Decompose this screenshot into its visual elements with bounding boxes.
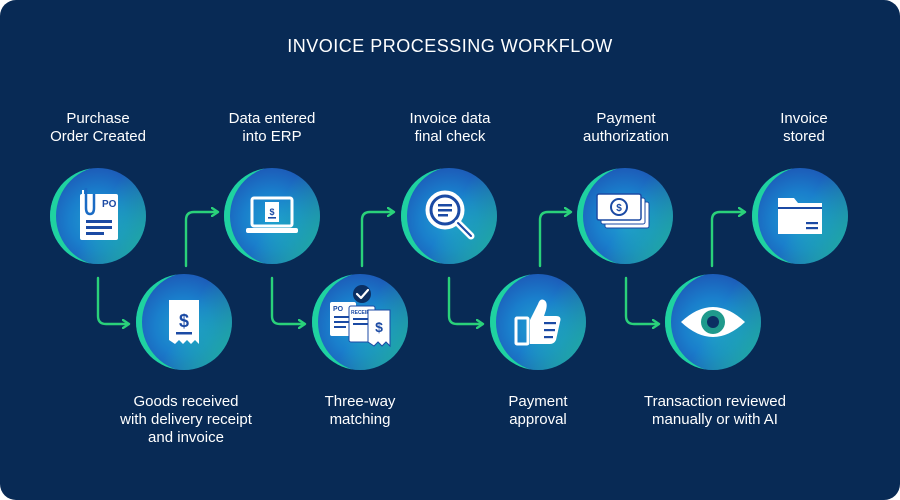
step-label-three-way: Three-way matching [324,393,396,428]
banknotes-icon: $ [596,193,650,229]
connector-8-9 [710,212,744,268]
thumbs-up-icon [514,299,561,346]
connector-4-5 [360,212,393,268]
connector-1-2 [96,276,128,324]
step-node-payment-approval [490,274,586,370]
connector-7-8 [624,276,658,324]
step-label-purchase-order: Purchase Order Created [50,110,146,145]
svg-text:$: $ [269,207,274,217]
svg-text:RECEIPT: RECEIPT [351,310,373,316]
step-label-transaction-reviewed: Transaction reviewed manually or with AI [643,393,786,428]
eye-icon [681,307,745,337]
connector-2-3 [184,212,217,268]
step-label-final-check: Invoice data final check [409,110,491,145]
svg-text:$: $ [179,311,189,331]
diagram-title: INVOICE PROCESSING WORKFLOW [287,36,613,56]
connector-6-7 [538,212,570,268]
svg-text:PO: PO [333,306,344,313]
connector-3-4 [270,276,304,324]
svg-text:$: $ [375,319,383,335]
folder-icon [778,198,822,234]
step-node-invoice-stored [752,168,848,264]
step-node-payment-authorization: $ [577,168,673,264]
connector-5-6 [447,276,482,324]
step-node-three-way: PO RECEIPT $ [312,274,408,370]
po-text: PO [102,199,117,210]
step-label-data-erp: Data entered into ERP [228,110,316,145]
three-way-match-icon: PO RECEIPT $ [330,285,391,348]
magnifier-icon [425,190,475,240]
purchase-order-icon: PO [80,188,118,240]
step-node-purchase-order: PO [50,168,146,264]
step-label-goods-received: Goods received with delivery receipt and… [120,393,252,446]
laptop-invoice-icon: $ [246,196,298,233]
step-node-final-check [401,168,497,264]
step-node-data-erp: $ [224,168,320,264]
receipt-dollar-icon: $ [169,300,199,344]
svg-text:$: $ [616,203,622,214]
step-label-invoice-stored: Invoice stored [780,110,828,145]
step-node-transaction-reviewed [665,274,761,370]
step-label-payment-approval: Payment approval [508,393,568,428]
step-label-payment-authorization: Payment authorization [583,110,669,145]
step-node-goods-received: $ [136,274,232,370]
